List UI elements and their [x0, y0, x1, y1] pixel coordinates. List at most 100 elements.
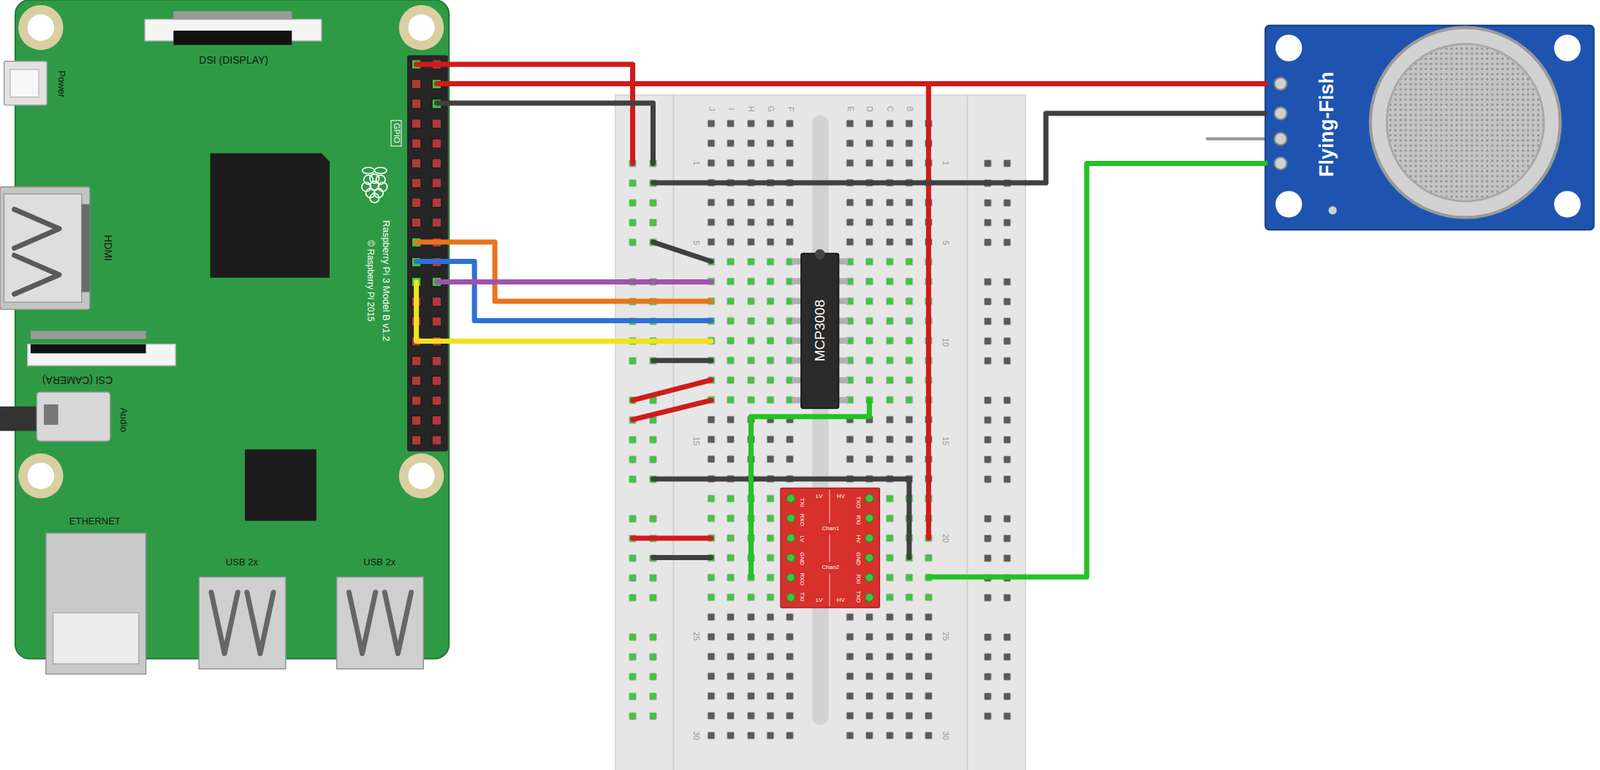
breadboard-hole — [786, 435, 794, 443]
chip-body — [801, 252, 840, 408]
label-holder: HV — [836, 493, 845, 500]
pin-name: LV — [815, 493, 823, 500]
mount-hole — [27, 14, 55, 41]
label-holder: 15 — [692, 436, 701, 446]
board-label: HDMI — [103, 234, 114, 261]
gpio-pin — [411, 79, 422, 90]
chip-notch — [814, 249, 826, 260]
audio-detail — [43, 404, 59, 425]
wire-end — [615, 298, 712, 304]
mount-hole — [1553, 190, 1581, 218]
breadboard-hole — [707, 238, 715, 246]
pin-name: LV — [815, 597, 823, 604]
shifter-pin — [865, 533, 874, 542]
gpio-pin — [431, 119, 442, 129]
breadboard-hole — [766, 692, 775, 700]
breadboard-hole — [747, 711, 756, 720]
breadboard-hole — [727, 731, 735, 739]
breadboard-hole — [885, 396, 894, 404]
breadboard-hole — [885, 573, 894, 582]
rail-hole — [983, 239, 992, 247]
breadboard-hole — [766, 731, 775, 739]
breadboard-hole — [747, 139, 756, 147]
breadboard-hole — [905, 277, 913, 286]
label-holder: GND — [855, 551, 862, 566]
mount-hole — [407, 14, 435, 41]
csi-connector — [27, 344, 176, 366]
breadboard-hole — [786, 652, 794, 661]
breadboard-hole — [866, 692, 874, 700]
grid-label: 25 — [692, 631, 701, 641]
breadboard-hole — [727, 258, 735, 266]
breadboard: JIHGFEDCB11551015152025253030MCP3008LVHV… — [615, 95, 1026, 770]
wire-end — [615, 103, 654, 163]
rail-hole — [629, 239, 637, 247]
rail-hole — [1003, 415, 1011, 424]
gpio-pin — [431, 435, 442, 446]
label-holder: HV — [855, 535, 862, 544]
label-holder: 5 — [692, 240, 701, 245]
part-name: MCP3008 — [812, 299, 827, 362]
rail-hole — [983, 455, 992, 463]
gas-sensor-module: Flying-Fish — [1265, 25, 1595, 230]
breadboard-hole — [885, 731, 894, 739]
breadboard-hole — [727, 632, 735, 641]
rail-hole — [1003, 692, 1011, 700]
breadboard-hole — [905, 672, 913, 680]
breadboard-hole — [925, 672, 933, 680]
label-holder: 30 — [940, 730, 949, 739]
rail-divider — [966, 95, 968, 770]
breadboard-hole — [846, 455, 854, 463]
board-label: CSI (CAMERA) — [42, 374, 113, 386]
breadboard-hole — [885, 672, 894, 680]
breadboard-hole — [905, 455, 913, 463]
breadboard-hole — [727, 593, 735, 601]
rail-hole — [983, 652, 992, 661]
raspberry-pi-board: Raspberry Pi 3 Model B v1.2© Raspberry P… — [15, 0, 449, 659]
breadboard-hole — [925, 613, 933, 621]
rail-hole — [649, 692, 658, 700]
rail-hole — [629, 632, 637, 641]
breadboard-hole — [885, 514, 894, 522]
board-label: Power — [56, 70, 66, 98]
breadboard-hole — [727, 573, 735, 582]
grid-label: 30 — [940, 730, 949, 739]
breadboard-hole — [846, 218, 854, 226]
label-holder: 25 — [940, 631, 949, 641]
mount-hole — [1275, 34, 1302, 61]
breadboard-hole — [747, 336, 756, 345]
breadboard-hole — [905, 652, 913, 661]
rail-hole — [629, 554, 637, 562]
breadboard-hole — [766, 494, 775, 503]
label-holder: 15 — [940, 436, 949, 446]
pin-name: GND — [855, 551, 862, 566]
gpio-pin — [431, 138, 442, 149]
breadboard-hole — [786, 159, 794, 167]
breadboard-hole — [885, 376, 894, 384]
breadboard-hole — [905, 297, 913, 305]
shifter-pin — [786, 573, 795, 582]
label-holder: Audio — [118, 407, 128, 432]
breadboard-hole — [846, 652, 854, 661]
breadboard-hole — [766, 356, 775, 365]
grid-label: 10 — [940, 337, 949, 347]
breadboard-hole — [846, 672, 854, 680]
rail-hole — [983, 396, 992, 405]
grid-label: B — [904, 106, 913, 112]
label-holder: 1 — [940, 160, 949, 166]
jumper-wires — [416, 64, 1026, 577]
shifter-pin — [865, 513, 874, 522]
wire-end — [928, 574, 1026, 580]
breadboard-hole — [766, 139, 775, 147]
pin-name: TXO — [855, 589, 862, 602]
rail-hole — [983, 514, 992, 522]
usb-slot — [348, 592, 375, 654]
part-name: Flying-Fish — [1316, 71, 1337, 177]
gpio-pin — [431, 316, 442, 326]
rail-hole — [983, 219, 992, 227]
rail-hole — [649, 652, 658, 661]
breadboard-hole — [766, 376, 775, 384]
gpio-header — [407, 54, 449, 451]
rail-hole — [1003, 593, 1011, 601]
